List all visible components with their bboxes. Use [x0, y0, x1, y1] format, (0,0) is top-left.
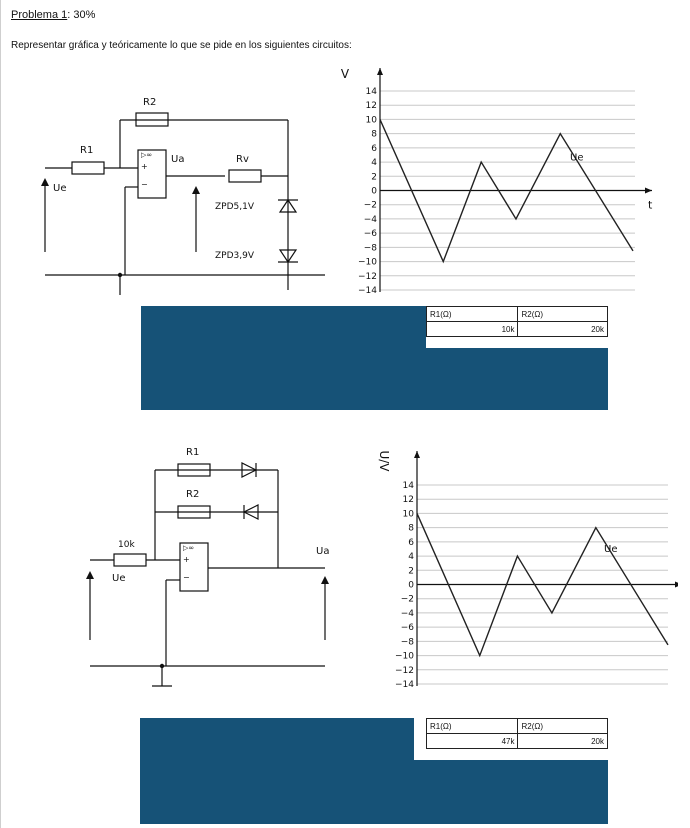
c1-label-ue: Ue [53, 183, 67, 194]
plot1-tick-label: 4 [371, 158, 377, 168]
c2-label-r2: R2 [186, 489, 200, 500]
plot2-tick-label: 8 [408, 524, 414, 534]
plot2-y-axis-label: U/V [377, 450, 391, 472]
c2-resistor-r2 [177, 505, 211, 519]
c2-label-ue: Ue [112, 573, 126, 584]
answer-area-1-right [426, 348, 608, 410]
c1-resistor-r2 [135, 112, 169, 127]
table2-value-r1: 47k [425, 733, 519, 749]
c2-resistor-r1 [177, 463, 211, 477]
plot2-tick-label: −12 [395, 666, 414, 676]
answer-area-1-left [141, 306, 426, 410]
c1-zener-2-icon [278, 249, 298, 264]
problem-weight: : 30% [67, 9, 96, 21]
table2-header-r2: R2(Ω) [517, 718, 608, 734]
c2-diode-2-icon [242, 504, 259, 520]
c1-label-zener-1: ZPD5,1V [215, 202, 254, 212]
plot2-tick-label: 0 [408, 581, 414, 591]
plot2-series-label: Ue [604, 544, 617, 555]
plot1-tick-label: 10 [366, 115, 378, 125]
c1-label-r1: R1 [80, 145, 94, 156]
table1-value-r1: 10k [425, 321, 519, 337]
plot2-tick-label: −10 [395, 652, 414, 662]
c2-resistor-10k [113, 553, 147, 567]
problem-label: Problema 1 [11, 9, 68, 21]
resistor-table-1: R1(Ω) R2(Ω) 10k 20k [425, 306, 608, 337]
c2-diode-1-icon [241, 462, 258, 478]
plot1-tick-label: 6 [371, 144, 377, 154]
plot-1: 14 12 10 8 6 4 2 0 −2 −4 −6 −8 −10 −12 −14 Vt Ue [341, 67, 653, 296]
c1-resistor-r1 [71, 161, 105, 175]
plot2-tick-label: −4 [401, 609, 415, 619]
plot1-y-axis-arrow [377, 68, 383, 75]
plot1-t-label: t [648, 199, 653, 212]
c1-opamp-plus: + [141, 162, 148, 171]
c1-opamp-minus: − [141, 180, 148, 189]
c1-label-r2: R2 [143, 97, 157, 108]
plot2-x-axis-arrow [675, 581, 678, 588]
plot1-tick-label: 14 [366, 87, 378, 97]
c1-label-rv: Rv [236, 154, 249, 165]
table2-header-r1: R1(Ω) [425, 718, 519, 734]
c1-label-zener-2: ZPD3,9V [215, 251, 254, 261]
plot2-tick-label: 10 [403, 509, 415, 519]
c2-opamp-plus: + [183, 555, 190, 564]
plot1-series-label: Ue [570, 153, 583, 164]
plot1-tick-label: 0 [371, 187, 377, 197]
plot1-tick-label: 12 [366, 101, 377, 111]
plot1-tick-label: −12 [358, 272, 377, 282]
plot2-tick-label: 14 [403, 481, 415, 491]
c2-opamp-minus: − [183, 573, 190, 582]
c2-opamp-symbol: ▷∞ [183, 544, 195, 552]
c1-label-ua: Ua [171, 154, 185, 165]
plot1-y-axis-label: V [341, 67, 350, 81]
problem-heading: Problema 1: 30% [11, 9, 95, 21]
plot2-y-axis-arrow [414, 451, 420, 458]
plot2-tick-label: 6 [408, 538, 414, 548]
plot1-series-ue [379, 119, 634, 264]
plot1-x-axis-arrow [645, 187, 652, 194]
plot2-tick-label: 12 [403, 495, 414, 505]
c2-label-ua: Ua [316, 546, 330, 557]
plot1-tick-label: 8 [371, 130, 377, 140]
plot2-tick-label: −8 [401, 637, 415, 647]
plot1-tick-label: −6 [364, 229, 378, 239]
c1-node-dot [117, 272, 123, 278]
plot1-tick-label: −2 [364, 201, 377, 211]
c1-resistor-rv [228, 169, 262, 183]
answer-area-2-right [414, 760, 608, 824]
plot2-tick-label: 4 [408, 552, 414, 562]
table2-value-r2: 20k [517, 733, 608, 749]
c1-opamp-symbol: ▷∞ [141, 151, 153, 159]
plot1-tick-label: 2 [371, 172, 377, 182]
c1-opamp [137, 149, 167, 199]
instruction-text: Representar gráfica y teóricamente lo qu… [11, 40, 352, 51]
plot1-tick-label: −10 [358, 258, 377, 268]
c1-zener-1-icon [278, 198, 298, 213]
plot1-tick-label: −4 [364, 215, 378, 225]
page-left-border [0, 0, 1, 828]
c2-label-r1: R1 [186, 447, 200, 458]
plot2-tick-label: −14 [395, 680, 414, 690]
answer-area-2-left [140, 718, 414, 824]
c2-opamp [179, 542, 209, 592]
resistor-table-2: R1(Ω) R2(Ω) 47k 20k [425, 718, 608, 749]
table1-value-r2: 20k [517, 321, 608, 337]
c2-label-10k: 10k [118, 540, 135, 550]
plot2-tick-label: 2 [408, 566, 414, 576]
plot2-series-ue [416, 513, 669, 658]
plot1-tick-label: −8 [364, 243, 378, 253]
plot2-tick-label: −6 [401, 623, 415, 633]
plot2-tick-label: −2 [401, 595, 414, 605]
c2-node-dot [159, 663, 165, 669]
plot1-tick-label: −14 [358, 286, 377, 296]
